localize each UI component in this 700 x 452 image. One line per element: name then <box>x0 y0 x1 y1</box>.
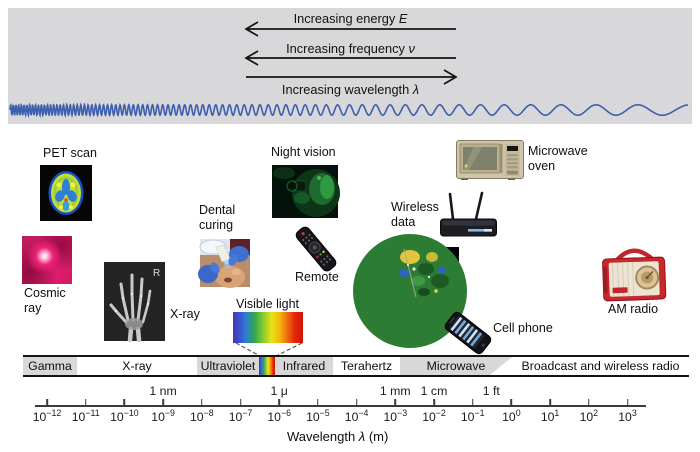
axis-tick <box>162 399 164 406</box>
wireless-data-label: Wireless data <box>391 200 439 229</box>
band-terahertz: Terahertz <box>340 359 393 373</box>
night-vision-label: Night vision <box>271 145 336 159</box>
axis-tick-label: 100 <box>502 408 521 425</box>
axis-tick-label: 10−5 <box>306 408 330 425</box>
axis-tick-label: 10−7 <box>228 408 253 425</box>
increasing-frequency-label: Increasing frequency ν <box>286 41 415 56</box>
axis-tick <box>471 399 474 406</box>
axis-tick <box>278 399 280 406</box>
spectrum-band: Gamma X-ray Ultraviolet Infrared Teraher… <box>23 355 689 377</box>
left-arrow-icon <box>244 21 456 37</box>
axis-unit-marker: 1 nm <box>149 384 177 398</box>
xray-image: R <box>104 262 165 343</box>
axis-tick <box>510 399 513 406</box>
microwave-oven-label: Microwave oven <box>528 144 588 173</box>
wireless-router-image <box>440 191 498 238</box>
band-ultraviolet: Ultraviolet <box>197 357 259 375</box>
axis-tick <box>588 399 590 406</box>
axis-unit-marker: 1 cm <box>420 384 448 398</box>
axis-tick <box>123 399 126 406</box>
axis-tick <box>239 399 242 406</box>
xray-label: X-ray <box>170 307 200 321</box>
svg-text:R: R <box>153 268 160 279</box>
axis-tick-label: 10−8 <box>190 408 214 425</box>
axis-tick-label: 10−4 <box>344 408 369 425</box>
visible-light-spectrum-strip <box>233 312 303 343</box>
axis-tick-label: 10−3 <box>383 408 408 425</box>
cosmic-ray-image <box>22 236 72 284</box>
pet-scan-label: PET scan <box>43 146 97 160</box>
band-xray: X-ray <box>122 359 152 373</box>
axis-tick-label: 10−6 <box>267 408 291 425</box>
direction-arrows <box>244 21 458 85</box>
axis-line <box>35 405 646 407</box>
axis-tick-label: 10−10 <box>110 408 139 425</box>
band-gamma: Gamma <box>23 357 77 375</box>
axis-unit-marker: 1 μ <box>270 384 288 398</box>
night-vision-image <box>272 165 340 218</box>
microwave-oven-image <box>456 140 524 180</box>
axis-tick-label: 10−1 <box>460 408 485 425</box>
dental-curing-label: Dental curing <box>199 203 236 232</box>
axis-tick <box>201 399 203 406</box>
radar-image <box>353 234 467 348</box>
band-visible-light <box>259 357 275 375</box>
axis-tick-label: 10−2 <box>422 408 446 425</box>
pet-scan-image <box>40 165 92 221</box>
band-broadcast-radio: Broadcast and wireless radio <box>521 359 680 373</box>
axis-title: Wavelength λ (m) <box>287 429 389 444</box>
cell-phone-label: Cell phone <box>493 321 553 335</box>
axis-tick <box>394 399 397 406</box>
cosmic-ray-label: Cosmic ray <box>24 286 66 315</box>
dental-curing-image <box>198 239 250 288</box>
axis-tick <box>317 399 319 406</box>
axis-tick-label: 103 <box>618 408 637 425</box>
axis-tick <box>84 399 87 406</box>
axis-tick-label: 10−11 <box>71 408 100 425</box>
axis-tick-label: 102 <box>579 408 599 425</box>
remote-label: Remote <box>295 270 339 284</box>
band-infrared: Infrared <box>275 357 333 375</box>
axis-tick <box>433 399 435 406</box>
increasing-energy-label: Increasing energy E <box>293 11 408 26</box>
remote-image <box>292 226 340 272</box>
cell-phone-image <box>443 311 493 355</box>
visible-light-connector-lines <box>235 342 303 357</box>
band-microwave: Microwave <box>400 357 512 375</box>
axis-unit-marker: 1 ft <box>482 384 500 398</box>
increasing-wavelength-label: Increasing wavelength λ <box>281 82 420 97</box>
visible-light-label: Visible light <box>236 297 300 311</box>
axis-tick-label: 10−12 <box>32 408 62 425</box>
right-arrow-icon <box>246 69 458 85</box>
left-arrow-icon <box>244 50 456 66</box>
axis-unit-marker: 1 mm <box>379 384 411 398</box>
axis-tick <box>355 399 358 406</box>
axis-tick <box>626 399 629 406</box>
chirp-wave-icon <box>9 102 689 119</box>
axis-tick-label: 101 <box>540 408 560 425</box>
top-panel: Increasing energy E Increasing frequency… <box>8 8 692 124</box>
axis-tick-label: 10−9 <box>151 408 175 425</box>
am-radio-image <box>601 246 667 302</box>
am-radio-label: AM radio <box>608 302 659 316</box>
axis-tick <box>549 399 551 406</box>
axis-tick <box>46 399 48 406</box>
